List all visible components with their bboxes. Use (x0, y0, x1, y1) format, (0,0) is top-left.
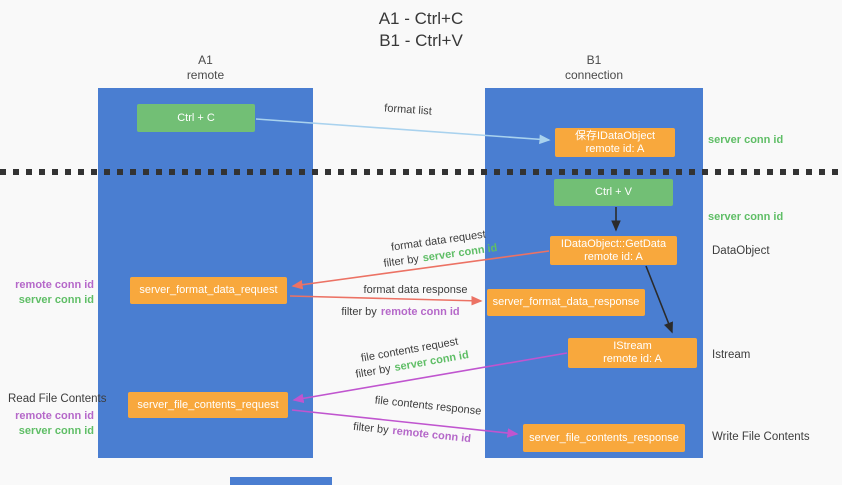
lane-a1-subtitle: remote (186, 68, 225, 82)
lane-a1-name: A1 (198, 53, 213, 67)
right-write-file-contents-label: Write File Contents (712, 431, 810, 443)
lane-header-b1: B1 connection (485, 53, 703, 83)
node-istream-line2: remote id: A (603, 353, 662, 365)
lane-header-a1: A1 remote (98, 53, 313, 83)
lane-b1-name: B1 (586, 53, 602, 67)
filter-key-remote-conn-id: remote conn id (380, 306, 460, 318)
edge-label-format-data-response: format data response (333, 283, 498, 298)
filter-key-remote-conn-id: remote conn id (391, 424, 472, 446)
node-save-idataobject-line1: 保存IDataObject (574, 129, 656, 142)
left-bottom-remote-conn-id: remote conn id (15, 410, 94, 422)
node-server-file-contents-response: server_file_contents_response (523, 424, 685, 452)
node-idataobject-getdata-line2: remote id: A (584, 250, 643, 263)
node-server-file-contents-request-label: server_file_contents_request (137, 398, 279, 411)
title-line-2: B1 - Ctrl+V (379, 31, 463, 50)
filter-prefix: filter by (341, 306, 377, 318)
node-server-file-contents-request: server_file_contents_request (128, 392, 288, 418)
right-dataobject-label: DataObject (712, 245, 770, 257)
left-bottom-conn-id-labels: remote conn id server conn id (14, 409, 94, 439)
format-list-text: format list (383, 102, 433, 118)
node-istream-line1: IStream (613, 340, 652, 352)
left-mid-server-conn-id: server conn id (18, 294, 94, 306)
node-save-idataobject-line2: remote id: A (585, 142, 645, 155)
node-idataobject-getdata-line1: IDataObject::GetData (560, 237, 667, 250)
node-server-file-contents-response-label: server_file_contents_response (529, 431, 679, 444)
right-istream-label: Istream (712, 349, 751, 361)
right-server-conn-id-top: server conn id (708, 134, 784, 146)
node-server-format-data-request: server_format_data_request (130, 277, 287, 304)
right-server-conn-id-mid: server conn id (708, 211, 784, 223)
node-server-format-data-request-label: server_format_data_request (139, 284, 278, 296)
diagram-title: A1 - Ctrl+C B1 - Ctrl+V (0, 8, 842, 52)
node-save-idataobject: 保存IDataObject remote id: A (555, 128, 675, 157)
left-bottom-server-conn-id: server conn id (18, 425, 94, 437)
read-file-contents-label: Read File Contents (8, 393, 107, 405)
filter-prefix: filter by (352, 420, 390, 437)
node-ctrl-v: Ctrl + V (554, 179, 673, 206)
node-ctrl-c: Ctrl + C (137, 104, 255, 132)
left-mid-remote-conn-id: remote conn id (15, 279, 94, 291)
node-ctrl-v-label: Ctrl + V (595, 186, 632, 198)
node-idataobject-getdata: IDataObject::GetData remote id: A (550, 236, 677, 265)
bottom-blue-strip (230, 477, 332, 485)
node-ctrl-c-label: Ctrl + C (177, 111, 215, 124)
node-server-format-data-response-label: server_format_data_response (492, 296, 640, 308)
filter-prefix: filter by (382, 253, 420, 270)
dotted-divider-line (0, 169, 842, 175)
node-server-format-data-response: server_format_data_response (487, 289, 645, 316)
left-mid-conn-id-labels: remote conn id server conn id (14, 278, 94, 308)
title-line-1: A1 - Ctrl+C (378, 9, 464, 28)
format-data-response-text: format data response (363, 284, 468, 296)
lane-b1-subtitle: connection (564, 68, 624, 82)
edge-label-format-list: format list (348, 99, 469, 122)
node-istream: IStream remote id: A (568, 338, 697, 368)
